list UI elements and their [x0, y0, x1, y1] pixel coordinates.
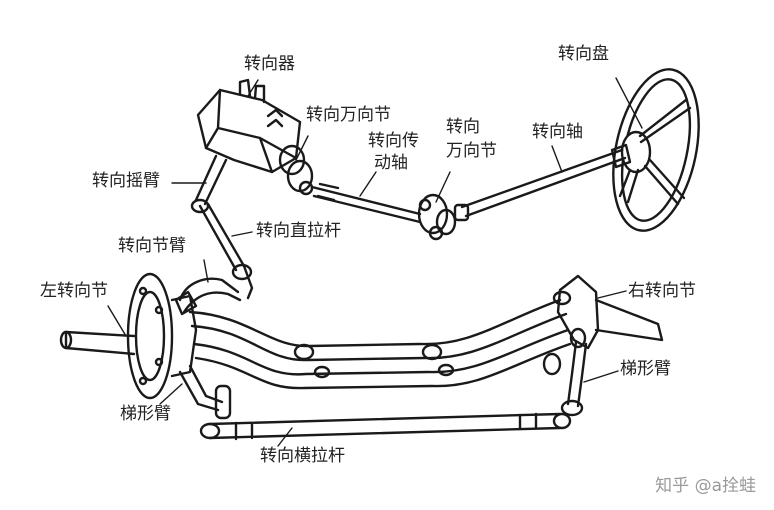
label-steering-shaft: 转向轴: [532, 122, 583, 142]
label-transmission-shaft-line2: 动轴: [374, 153, 408, 173]
left-knuckle-drawing: [59, 272, 198, 400]
watermark-text: 知乎 @a拴蛙: [655, 476, 756, 496]
steering-gear-drawing: [196, 78, 314, 196]
u-joint-lower-drawing: [417, 193, 470, 241]
knuckle-arm-drawing: [174, 277, 242, 316]
label-drag-link: 转向直拉杆: [256, 221, 341, 241]
tie-rod-drawing: [199, 412, 572, 441]
left-trapezoid-arm-drawing: [178, 364, 232, 420]
label-steering-gear: 转向器: [244, 54, 295, 74]
right-knuckle-drawing: [542, 274, 664, 417]
label-u-joint-line2: 万向节: [446, 141, 497, 161]
leader-lines: [107, 77, 643, 447]
steering-shaft-drawing: [460, 143, 632, 218]
label-steering-wheel: 转向盘: [558, 44, 609, 64]
steering-wheel-drawing: [612, 68, 700, 232]
front-axle-drawing: [188, 298, 572, 390]
label-right-knuckle: 右转向节: [628, 281, 696, 301]
label-knuckle-arm: 转向节臂: [118, 236, 186, 256]
pitman-arm-drawing: [190, 154, 254, 300]
label-trapezoid-arm-left: 梯形臂: [120, 404, 171, 424]
label-u-joint-line1: 转向: [446, 117, 480, 137]
label-transmission-shaft-line1: 转向传: [368, 131, 419, 151]
label-tie-rod: 转向横拉杆: [260, 446, 345, 466]
label-pitman-arm: 转向摇臂: [92, 171, 160, 191]
label-steering-u-joint: 转向万向节: [306, 105, 391, 125]
label-trapezoid-arm-right: 梯形臂: [620, 359, 671, 379]
label-left-knuckle: 左转向节: [40, 281, 108, 301]
transmission-shaft-drawing: [310, 182, 422, 224]
